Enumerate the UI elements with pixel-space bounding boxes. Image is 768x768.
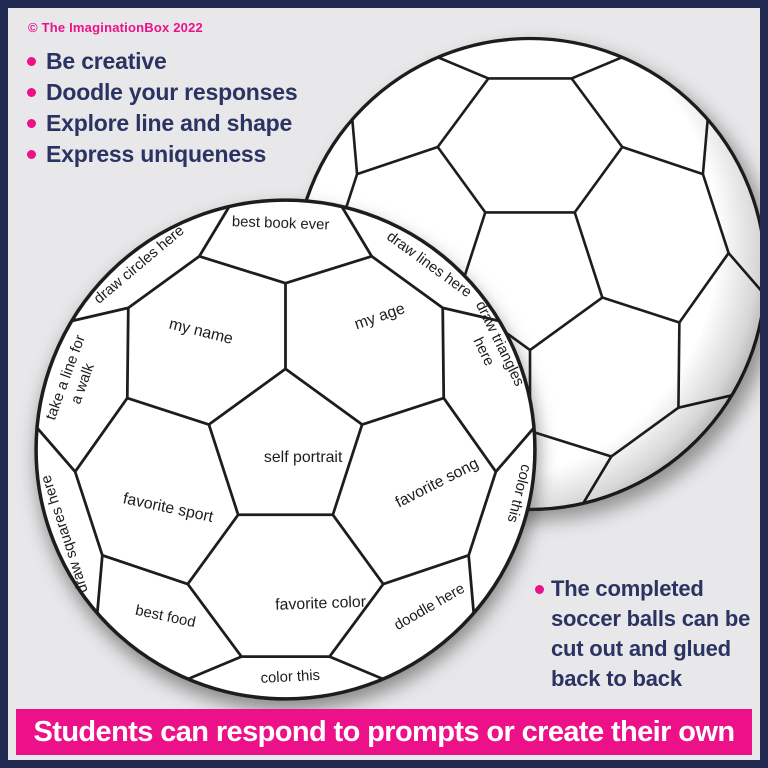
list-item: Explore line and shape [27,108,297,139]
panel-color-this-bottom: color this [260,668,320,687]
panel-best-book-ever: best book ever [232,214,330,233]
front-soccer-ball: self portrait my name my age favorite sp… [34,198,537,701]
intro-item-label: Explore line and shape [46,110,293,136]
note-line: The completed [551,576,704,601]
bullet-icon [535,585,544,594]
intro-item-label: Doodle your responses [46,79,298,105]
list-item: Be creative [27,46,297,77]
panel-self-portrait: self portrait [264,449,343,466]
banner-text: Students can respond to prompts or creat… [33,715,736,748]
note-text: The completed soccer balls can be cut ou… [551,574,750,694]
copyright-text: © The ImaginationBox 2022 [28,20,203,35]
note-block: The completed soccer balls can be cut ou… [535,574,760,694]
intro-bullet-list: Be creative Doodle your responses Explor… [27,46,298,170]
list-item: Express uniqueness [27,139,297,170]
intro-item-label: Be creative [46,48,167,74]
bullet-icon [27,150,36,159]
bullet-icon [27,88,36,97]
intro-item-label: Express uniqueness [46,141,267,167]
ball-seams [36,205,535,681]
footer-banner: Students can respond to prompts or creat… [16,709,752,755]
bullet-icon [27,119,36,128]
note-line: back to back [551,666,682,691]
bullet-icon [27,57,36,66]
list-item: Doodle your responses [27,77,298,108]
note-line: cut out and glued [551,636,731,661]
panel-favorite-color: favorite color [275,594,367,614]
note-line: soccer balls can be [551,606,751,631]
